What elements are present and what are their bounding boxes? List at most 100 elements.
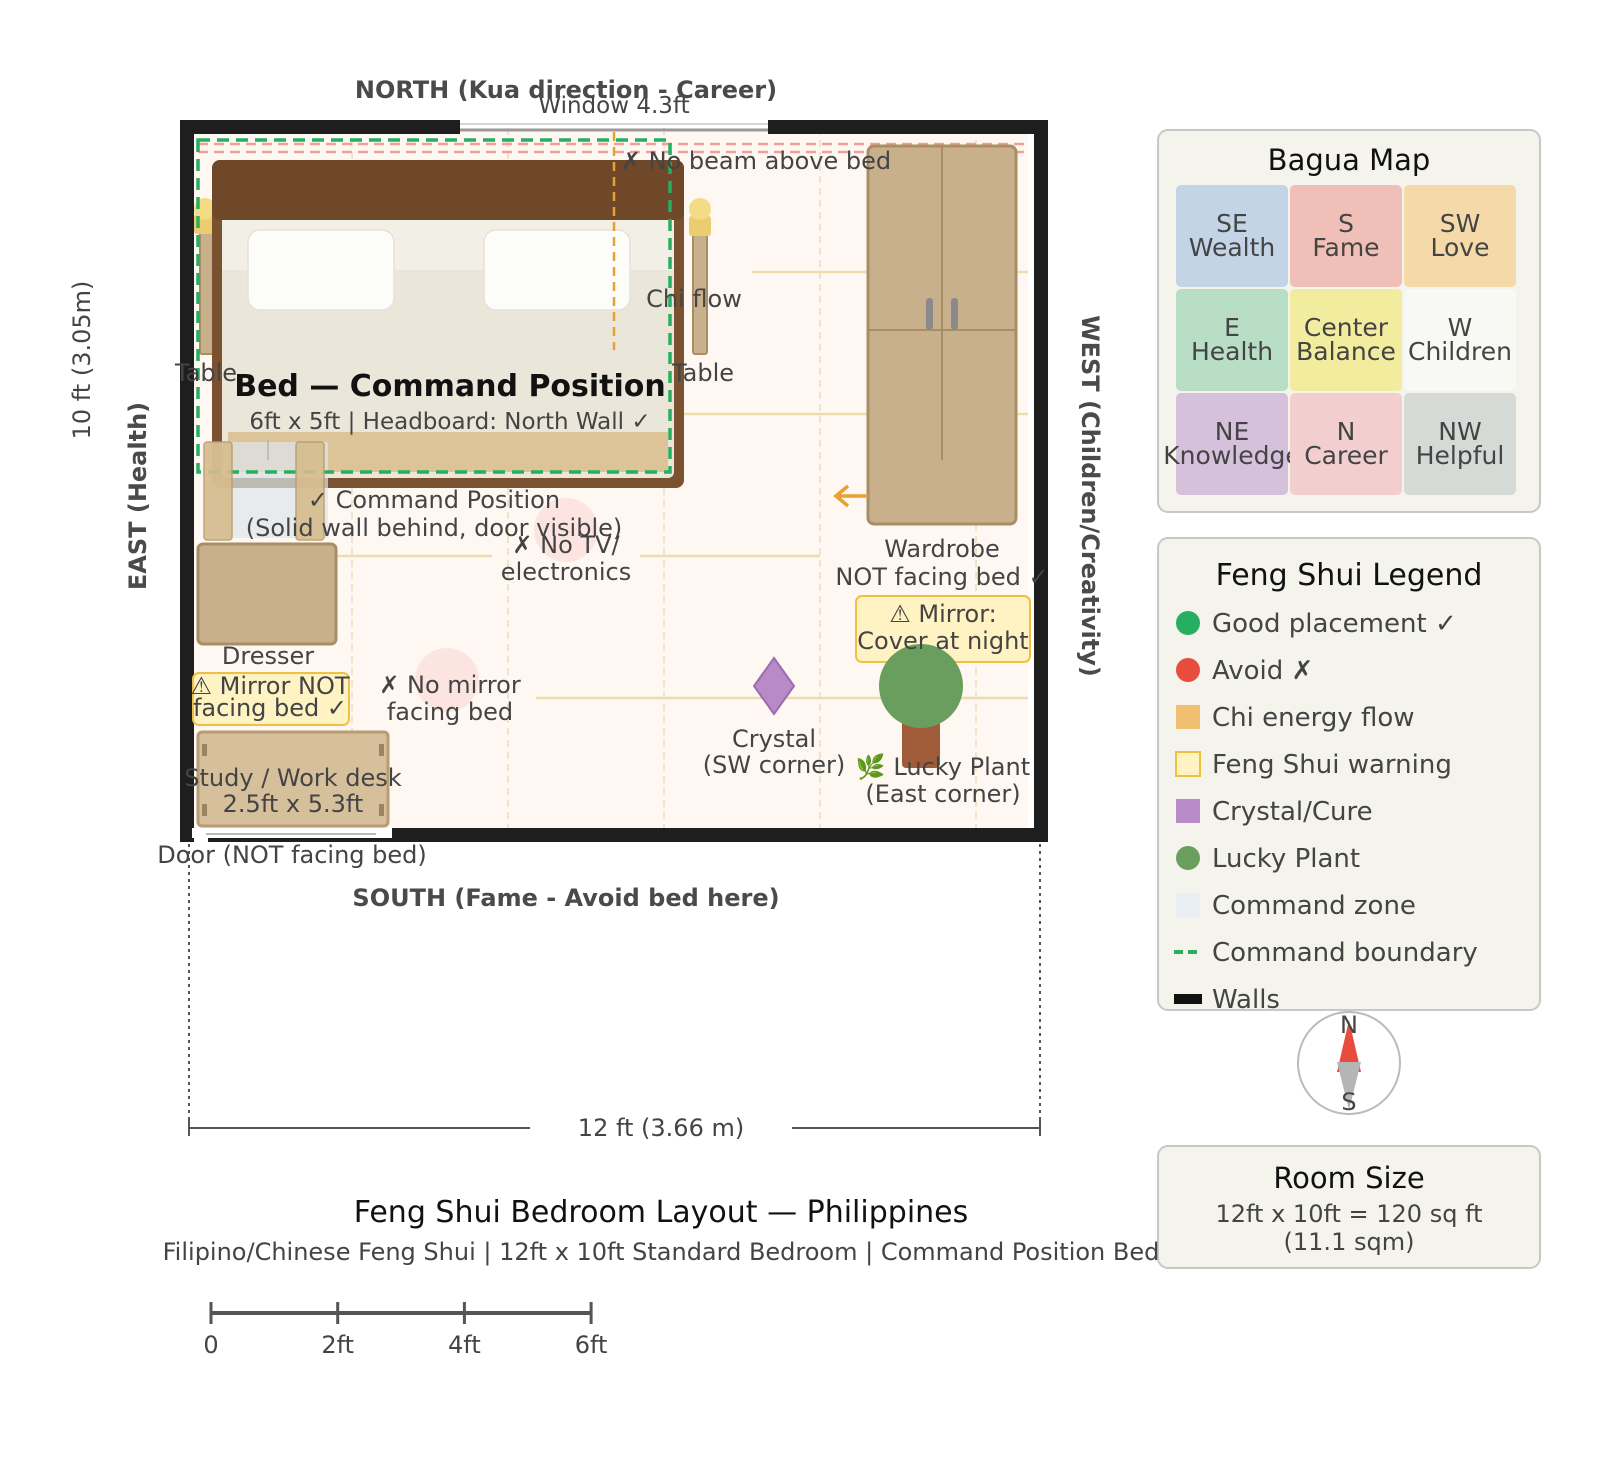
bagua-cell-area: Fame bbox=[1312, 233, 1379, 262]
scale-tick-label: 6ft bbox=[575, 1331, 608, 1359]
bagua-cell-area: Balance bbox=[1296, 337, 1396, 366]
plant-label-2: (East corner) bbox=[865, 780, 1020, 808]
chi-flow-label: Chi flow bbox=[646, 285, 742, 313]
bed-title: Bed — Command Position bbox=[234, 369, 666, 404]
desk-label-1: Study / Work desk bbox=[184, 764, 402, 792]
no-tv-label-1: ✗ No TV/ bbox=[512, 531, 620, 559]
avoid-zone-mirror bbox=[415, 648, 479, 712]
legend-items: Good placement ✓ Avoid ✗ Chi energy flowFe… bbox=[1174, 609, 1478, 1015]
no-tv-label-2: electronics bbox=[501, 558, 631, 586]
legend-swatch-icon bbox=[1176, 893, 1200, 917]
dresser-warning-2: facing bed ✓ bbox=[193, 694, 347, 722]
lucky-plant-icon bbox=[879, 644, 963, 768]
bagua-cell-direction: W bbox=[1448, 313, 1473, 342]
east-label: EAST (Health) bbox=[124, 402, 152, 590]
bagua-cell-direction: E bbox=[1224, 313, 1240, 342]
command-position-label: ✓ Command Position bbox=[308, 486, 560, 514]
bagua-cell-direction: NW bbox=[1438, 417, 1481, 446]
compass-icon: N S bbox=[1297, 1011, 1401, 1116]
legend-item: Command zone bbox=[1176, 891, 1416, 921]
legend-swatch-icon bbox=[1176, 799, 1200, 823]
desk-label-2: 2.5ft x 5.3ft bbox=[223, 790, 364, 818]
dresser bbox=[196, 542, 338, 646]
legend-item: Feng Shui warning bbox=[1175, 750, 1452, 780]
window-label: Window 4.3ft bbox=[538, 93, 689, 119]
nightstand-right bbox=[689, 198, 711, 355]
crystal-label-1: Crystal bbox=[732, 725, 816, 753]
bagua-cell-direction: Center bbox=[1304, 313, 1389, 342]
avoid-zone-tv bbox=[534, 498, 598, 562]
width-dimension: 12 ft (3.66 m) bbox=[578, 1114, 744, 1142]
no-mirror-label-1: ✗ No mirror bbox=[379, 671, 521, 699]
legend-item: Walls bbox=[1174, 985, 1280, 1015]
dresser-warning-box bbox=[192, 672, 350, 726]
scale-tick-label: 4ft bbox=[448, 1331, 481, 1359]
legend-item: Good placement ✓ bbox=[1176, 609, 1457, 639]
west-label: WEST (Children/Creativity) bbox=[1076, 315, 1104, 677]
legend-item-label: Lucky Plant bbox=[1212, 844, 1360, 874]
compass-north: N bbox=[1340, 1011, 1358, 1039]
room: Window 4.3ft ✗ No beam above bed Chi flo… bbox=[157, 93, 1048, 869]
door-label: Door (NOT facing bed) bbox=[157, 841, 427, 869]
bagua-cell-area: Health bbox=[1191, 337, 1273, 366]
table-right-label: Table bbox=[671, 359, 734, 387]
wardrobe-label: Wardrobe bbox=[884, 535, 1000, 563]
bed bbox=[212, 160, 684, 488]
bagua-cell-area: Children bbox=[1408, 337, 1512, 366]
legend-swatch-icon bbox=[1176, 611, 1200, 635]
chi-arrow-icon bbox=[833, 484, 868, 508]
legend-item-label: Chi energy flow bbox=[1212, 703, 1415, 733]
bagua-cell-area: Knowledge bbox=[1163, 441, 1300, 470]
dresser-label: Dresser bbox=[222, 642, 314, 670]
legend-title: Feng Shui Legend bbox=[1216, 558, 1483, 593]
walls bbox=[180, 120, 1048, 842]
legend-item: Lucky Plant bbox=[1176, 844, 1360, 874]
crystal-icon bbox=[752, 656, 796, 716]
crystal-label-2: (SW corner) bbox=[703, 751, 846, 779]
south-label: SOUTH (Fame - Avoid bed here) bbox=[352, 884, 779, 912]
bagua-cell-area: Wealth bbox=[1189, 233, 1276, 262]
legend-item: Crystal/Cure bbox=[1176, 797, 1373, 827]
legend-swatch-icon bbox=[1176, 705, 1200, 729]
legend-item: Chi energy flow bbox=[1176, 703, 1415, 733]
legend-swatch-icon bbox=[1174, 994, 1202, 1004]
bagua-cell-area: Love bbox=[1431, 233, 1490, 262]
diagram-title: Feng Shui Bedroom Layout — Philippines bbox=[354, 1195, 969, 1230]
legend-item: Avoid ✗ bbox=[1176, 656, 1313, 686]
diagram-subtitle: Filipino/Chinese Feng Shui | 12ft x 10ft… bbox=[163, 1238, 1160, 1266]
legend-item-label: Walls bbox=[1212, 985, 1280, 1015]
legend-swatch-icon bbox=[1176, 658, 1200, 682]
bagua-cell-direction: S bbox=[1338, 209, 1354, 238]
height-dimension: 10 ft (3.05m) bbox=[68, 281, 96, 440]
dresser-warning-1: ⚠ Mirror NOT bbox=[191, 672, 350, 700]
width-dimension-line bbox=[188, 844, 1041, 1136]
legend-swatch-icon bbox=[1176, 846, 1200, 870]
legend-item-label: Good placement ✓ bbox=[1212, 609, 1457, 639]
bagua-cell-direction: NE bbox=[1215, 417, 1250, 446]
bagua-grid: SEWealthSFameSWLoveEHealthCenterBalanceW… bbox=[1163, 185, 1516, 495]
room-size-box: Room Size 12ft x 10ft = 120 sq ft (11.1 … bbox=[1157, 1145, 1541, 1269]
no-beam-label: ✗ No beam above bed bbox=[621, 147, 891, 175]
north-label: NORTH (Kua direction - Career) bbox=[355, 76, 777, 104]
room-size-line2: (11.1 sqm) bbox=[1284, 1228, 1415, 1256]
mirror-warning-1: ⚠ Mirror: bbox=[889, 600, 997, 628]
plant-label-1: 🌿 Lucky Plant bbox=[856, 753, 1030, 781]
mirror-warning-2: Cover at night bbox=[857, 627, 1028, 655]
bagua-cell-direction: SW bbox=[1440, 209, 1481, 238]
legend-item-label: Command boundary bbox=[1212, 938, 1478, 968]
room-size-title: Room Size bbox=[1273, 1161, 1424, 1195]
door bbox=[192, 828, 392, 838]
bagua-cell-area: Helpful bbox=[1416, 441, 1505, 470]
legend-item-label: Crystal/Cure bbox=[1212, 797, 1373, 827]
bagua-cell-direction: N bbox=[1337, 417, 1356, 446]
wardrobe-note: NOT facing bed ✓ bbox=[835, 563, 1048, 591]
